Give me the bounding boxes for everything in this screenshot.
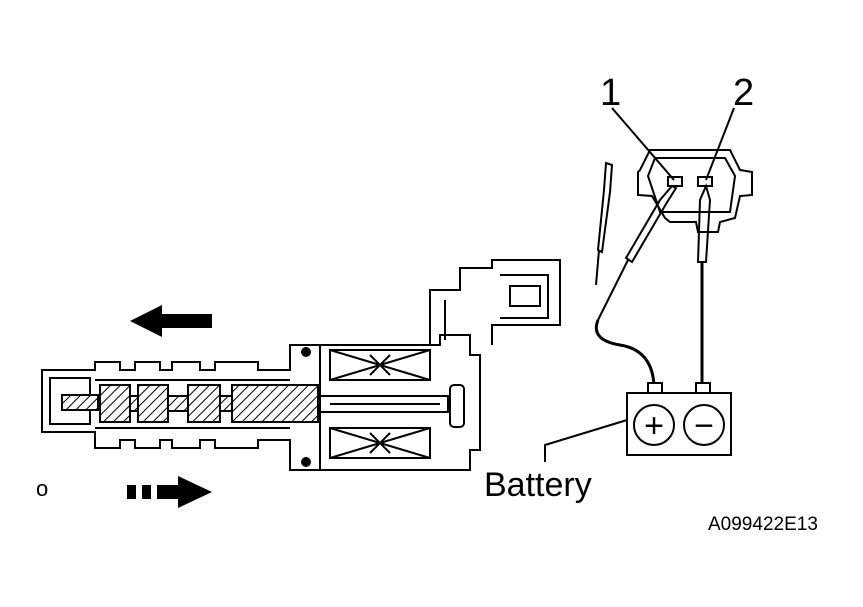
battery-post-negative (695, 382, 711, 394)
valve-connector (429, 259, 561, 345)
coil-top (329, 349, 431, 381)
battery (626, 382, 732, 456)
coil-bottom (329, 427, 431, 459)
spool-land-3 (187, 384, 221, 423)
terminal-connector (637, 149, 753, 233)
spool-tip (61, 394, 99, 411)
battery-post-positive (647, 382, 663, 394)
battery-leader (544, 419, 628, 462)
negative-sign: − (694, 407, 714, 445)
arrow-left-icon (130, 305, 212, 337)
negative-terminal-symbol (683, 404, 725, 446)
battery-case (626, 392, 732, 456)
battery-label: Battery (484, 466, 592, 504)
figure-code: A099422E13 (708, 514, 818, 535)
test-probes (594, 161, 712, 386)
pin-leaders (611, 107, 735, 181)
side-marker-label: o (36, 476, 48, 501)
pin-1-label: 1 (600, 72, 621, 114)
terminal-1 (667, 176, 683, 187)
solenoid-housing (320, 334, 481, 471)
wire-positive (594, 319, 656, 386)
oil-control-valve (41, 259, 561, 471)
spool-land-4 (231, 384, 319, 423)
positive-sign: + (644, 407, 664, 445)
pin-2-label: 2 (733, 72, 754, 114)
positive-terminal-symbol (633, 404, 675, 446)
dashed-arrow-right-icon (127, 476, 212, 508)
spool-land-1 (99, 384, 131, 423)
spool-land-2 (137, 384, 169, 423)
terminal-2 (697, 176, 713, 187)
